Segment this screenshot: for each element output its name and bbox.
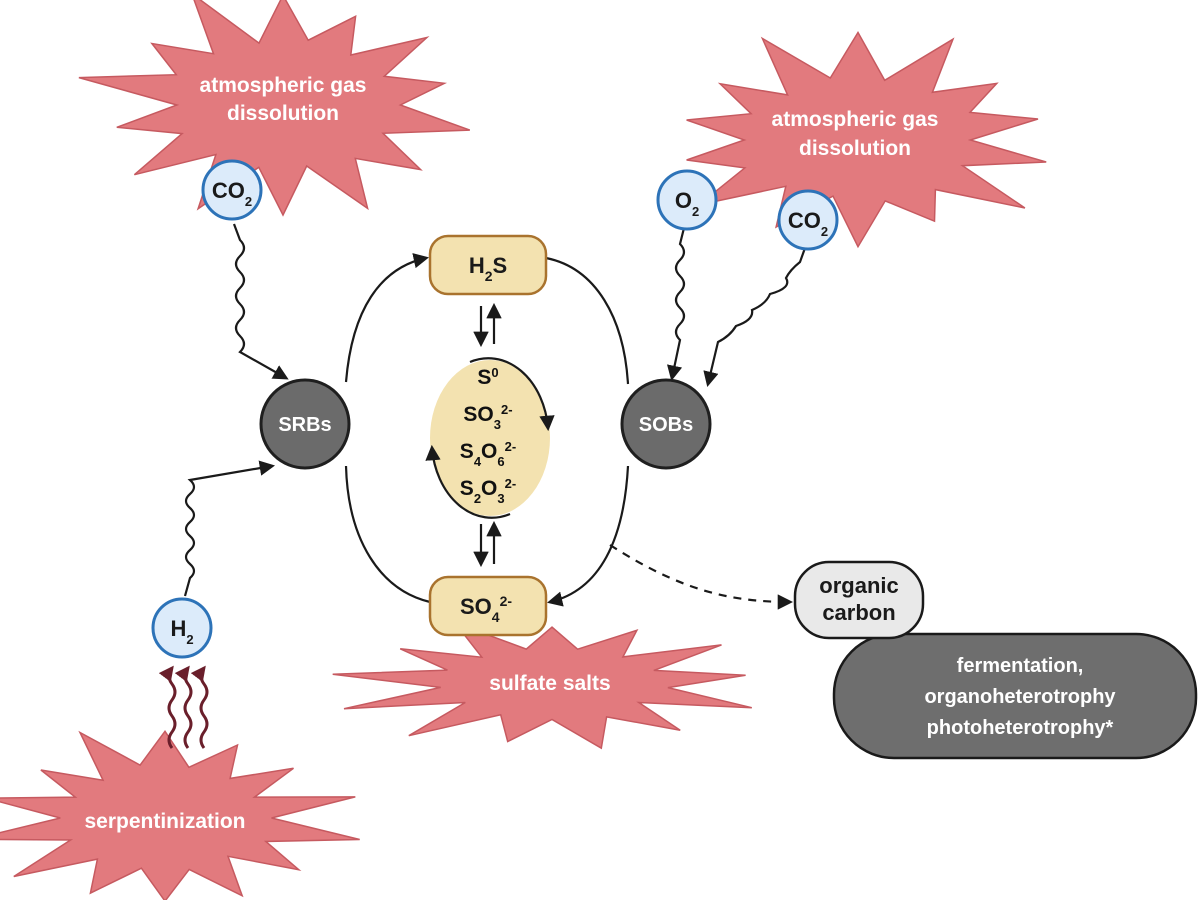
serpentinization-waves (158, 665, 209, 749)
cycle-arc-left (425, 444, 511, 519)
burst-serpentinization: serpentinization (0, 729, 360, 903)
sob-circle (620, 378, 712, 470)
s4o6-label: S4O62- (460, 439, 516, 469)
so4-node: SO42- (428, 575, 548, 637)
s2o3-label: S2O32- (460, 476, 516, 506)
gas-flow-arrows (183, 223, 807, 597)
co2-left-node: CO2 (201, 159, 263, 221)
o2-to-sob-arrow (667, 227, 686, 382)
organic-carbon-pill (793, 560, 925, 640)
organic-carbon-node: organic carbon (793, 560, 925, 640)
srb-node: SRBs (259, 378, 351, 470)
srb-circle (259, 378, 351, 470)
heat-wave-arrow (158, 665, 177, 749)
burst-atmospheric-left: atmospheric gas dissolution (78, 0, 471, 217)
process-pill (832, 632, 1198, 760)
sob-label: SOBs (639, 414, 693, 436)
h2s-label: H2S (469, 253, 507, 284)
burst-atm-right-line2: dissolution (799, 137, 911, 160)
h2-node: H2 (151, 597, 213, 659)
s0-label: S0 (477, 365, 498, 390)
heat-wave-arrow (174, 665, 193, 749)
burst-atm-left-line2: dissolution (227, 102, 339, 125)
h2s-pill (428, 234, 548, 296)
co2-left-circle (201, 159, 263, 221)
co2-right-node: CO2 (777, 189, 839, 251)
h2-to-srb-arrow (183, 460, 276, 597)
srb-to-h2s-arrow (344, 253, 430, 383)
burst-atm-left-line1: atmospheric gas (200, 74, 367, 97)
sob-to-organic-carbon-arrow (609, 544, 794, 610)
co2-right-label: CO2 (788, 208, 828, 239)
so3-label: SO32- (463, 402, 512, 432)
h2s-node: H2S (428, 234, 548, 296)
burst-atmospheric-right: atmospheric gas dissolution (686, 31, 1047, 249)
o2-circle (656, 169, 718, 231)
so4-to-srb-line (344, 465, 431, 604)
process-line3: photoheterotrophy* (927, 717, 1114, 739)
co2-left-label: CO2 (212, 178, 252, 209)
heat-wave-arrow (190, 665, 209, 749)
cycle-arrows (344, 253, 794, 610)
burst-shape (78, 0, 471, 217)
burst-sulfate-label: sulfate salts (489, 672, 610, 695)
organic-line1: organic (819, 573, 898, 598)
process-line1: fermentation, (957, 655, 1084, 677)
sob-to-so4-arrow (547, 465, 630, 607)
burst-sulfate-salts: sulfate salts (332, 621, 752, 750)
co2-right-circle (777, 189, 839, 251)
o2-label: O2 (675, 188, 699, 219)
process-node: fermentation, organoheterotrophy photohe… (832, 632, 1198, 760)
h2-circle (151, 597, 213, 659)
burst-atm-right-line1: atmospheric gas (772, 108, 939, 131)
cycle-arc-right (469, 357, 555, 432)
process-line2: organoheterotrophy (924, 686, 1116, 708)
co2-to-srb-arrow (232, 223, 289, 380)
h2s-to-sob-line (545, 256, 630, 385)
o2-node: O2 (656, 169, 718, 231)
intermediates-ellipse (430, 360, 550, 516)
so4-label: SO42- (460, 593, 512, 625)
co2-to-sob-arrow (703, 247, 807, 387)
equilibrium-arrows (473, 302, 502, 568)
sob-node: SOBs (620, 378, 712, 470)
sulfur-intermediates: S0 SO32- S4O62- S2O32- (425, 357, 555, 519)
burst-serpentinization-label: serpentinization (84, 810, 245, 833)
srb-label: SRBs (278, 414, 331, 436)
organic-line2: carbon (822, 600, 895, 625)
h2-label: H2 (170, 616, 193, 647)
burst-shape (686, 31, 1047, 249)
burst-shape (332, 621, 752, 750)
so4-pill (428, 575, 548, 637)
